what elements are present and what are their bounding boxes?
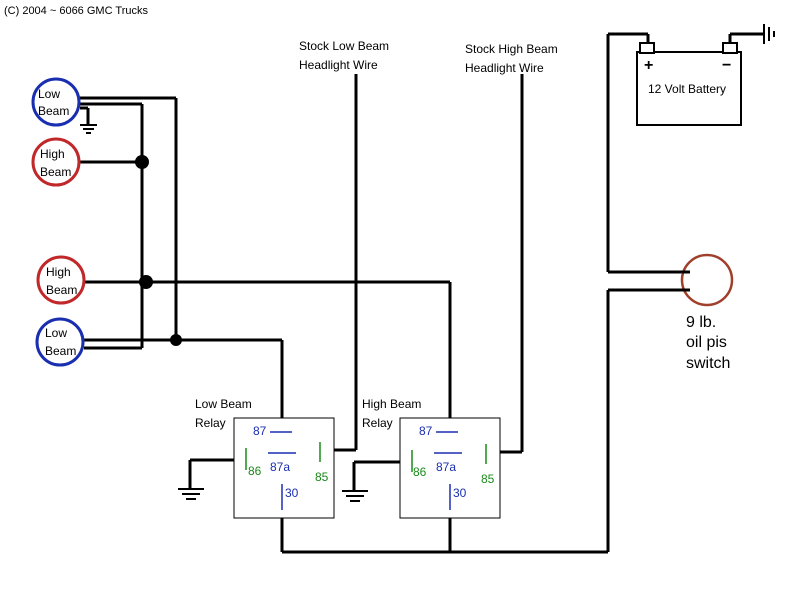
ground-icon (80, 124, 97, 134)
low-beam-relay: Low Beam Relay 87 87a 86 85 30 (195, 397, 335, 519)
ground-icon (342, 490, 368, 502)
stock-high-beam-label: Headlight Wire (465, 61, 544, 75)
relay-title: Relay (362, 416, 393, 430)
high-beam-lamp-icon (36, 255, 86, 305)
lamp-bottom-low-beam: Low Beam (35, 317, 85, 367)
lamp-top-low-beam: Low Beam (31, 77, 81, 127)
wires (80, 32, 764, 554)
lamp-label: Beam (45, 344, 76, 358)
relay-box (233, 417, 335, 519)
lamp-bottom-high-beam: High Beam (36, 255, 86, 305)
lamp-top-high-beam: High Beam (31, 137, 81, 187)
junction-dot (139, 275, 153, 289)
lamp-label: Beam (38, 104, 69, 118)
lamp-label: High (46, 265, 71, 279)
pin-87-label: 87 (419, 424, 433, 438)
lamp-label: Low (45, 326, 67, 340)
low-beam-lamp-icon (31, 77, 81, 127)
ground-icon (178, 488, 204, 500)
copyright-text: (C) 2004 ~ 6066 GMC Trucks (4, 5, 148, 17)
stock-low-beam-label: Stock Low Beam (299, 39, 389, 53)
relay-title: High Beam (362, 397, 421, 411)
high-beam-relay: High Beam Relay 87 87a 86 85 30 (362, 397, 501, 519)
pin-85-label: 85 (315, 470, 329, 484)
switch-icon (680, 253, 734, 307)
pin-86-label: 86 (413, 465, 427, 479)
oil-pressure-switch: 9 lb. oil pis switch (680, 253, 734, 372)
lamp-label: Beam (46, 283, 77, 297)
ground-icon (763, 24, 775, 44)
pin-30-label: 30 (453, 486, 467, 500)
battery-minus-icon: − (722, 57, 731, 74)
stock-high-beam-label: Stock High Beam (465, 42, 558, 56)
battery: + − 12 Volt Battery (636, 42, 742, 126)
switch-label: oil pis (686, 334, 727, 351)
battery-body (636, 51, 742, 126)
battery-terminal (639, 42, 655, 54)
battery-label: 12 Volt Battery (648, 82, 726, 96)
low-beam-lamp-icon (35, 317, 85, 367)
pin-87-label: 87 (253, 424, 267, 438)
relay-title: Low Beam (195, 397, 252, 411)
pin-30-label: 30 (285, 486, 299, 500)
relay-title: Relay (195, 416, 226, 430)
stock-low-beam-label: Headlight Wire (299, 58, 378, 72)
switch-label: 9 lb. (686, 314, 716, 331)
junction-dot (135, 155, 149, 169)
lamp-label: Low (38, 87, 60, 101)
switch-label: switch (686, 355, 730, 372)
lamp-label: High (40, 147, 65, 161)
pin-85-label: 85 (481, 472, 495, 486)
high-beam-lamp-icon (31, 137, 81, 187)
pin-87a-label: 87a (270, 460, 290, 474)
battery-plus-icon: + (644, 57, 653, 74)
lamp-label: Beam (40, 165, 71, 179)
junctions (135, 155, 182, 346)
pin-87a-label: 87a (436, 460, 456, 474)
ground-symbols (80, 24, 775, 502)
battery-terminal (722, 42, 738, 54)
pin-86-label: 86 (248, 464, 262, 478)
junction-dot (170, 334, 182, 346)
